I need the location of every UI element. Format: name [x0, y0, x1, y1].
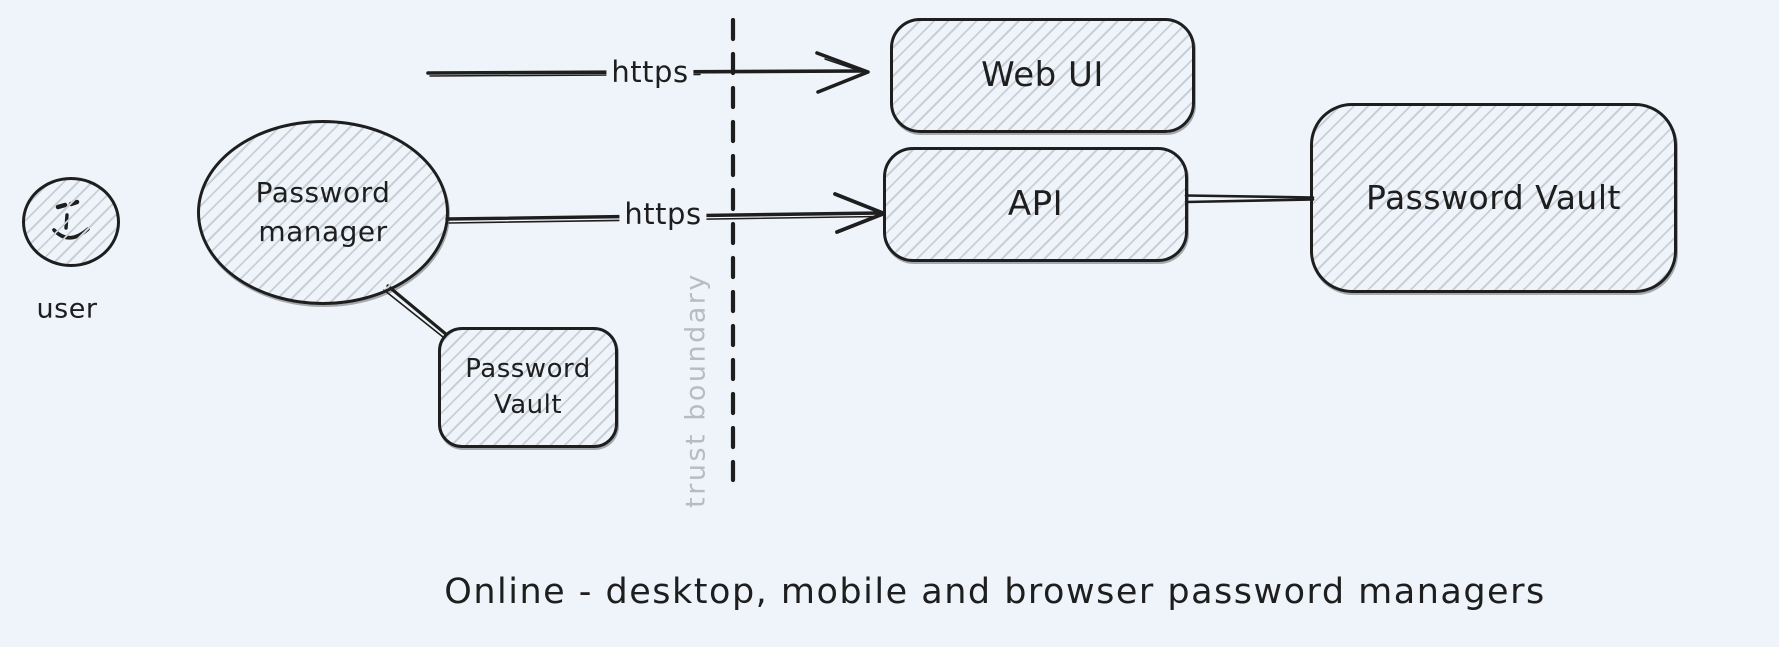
- password-manager-label-line1: Password: [255, 175, 391, 209]
- local-vault-label-line2: Vault: [493, 389, 563, 420]
- diagram-caption: Online - desktop, mobile and browser pas…: [444, 572, 1546, 612]
- password-vault-label: Password Vault: [1366, 178, 1621, 218]
- node-password-vault: Password Vault: [1310, 103, 1677, 293]
- edge-api-to-vault: [1184, 194, 1315, 204]
- arrow-head-echo: [824, 58, 863, 73]
- edge-manager-to-local-vault: [383, 284, 449, 338]
- node-user: [22, 177, 120, 267]
- node-local-password-vault: Password Vault: [438, 327, 618, 448]
- api-label: API: [1007, 184, 1064, 225]
- https-label-api: https: [619, 197, 707, 231]
- https-label-web-ui: https: [606, 55, 694, 89]
- arrow-head: [815, 51, 870, 94]
- local-vault-label-line1: Password: [465, 353, 591, 384]
- user-label: user: [36, 293, 98, 325]
- node-api: API: [883, 147, 1188, 262]
- node-web-ui: Web UI: [890, 18, 1195, 133]
- password-manager-label-line2: manager: [258, 214, 388, 248]
- node-password-manager: Password manager: [197, 120, 449, 305]
- web-ui-label: Web UI: [981, 55, 1104, 96]
- trust-boundary-label: trust boundary: [680, 272, 712, 508]
